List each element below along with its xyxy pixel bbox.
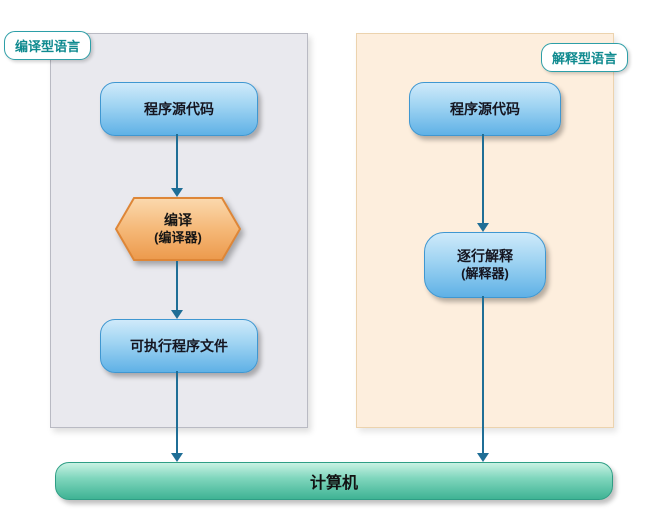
executable-file-node: 可执行程序文件 <box>100 319 258 373</box>
arrow-shaft <box>482 296 485 454</box>
arrow-shaft <box>176 261 179 311</box>
source-code-node-right: 程序源代码 <box>409 82 561 136</box>
interpreter-node: 逐行解释 (解释器) <box>424 232 546 298</box>
arrow-source-to-compiler <box>171 134 183 197</box>
compiler-node-label: 编译 (编译器) <box>115 197 241 261</box>
executable-file-label: 可执行程序文件 <box>130 337 228 354</box>
compiled-language-badge: 编译型语言 <box>4 31 92 60</box>
arrow-interpreter-to-computer <box>477 296 489 462</box>
interpreted-language-badge: 解释型语言 <box>541 43 629 72</box>
arrow-head-icon <box>477 223 489 232</box>
compiled-language-badge-label: 编译型语言 <box>15 39 81 54</box>
interpret-title: 逐行解释 <box>457 248 513 265</box>
arrow-executable-to-computer <box>171 371 183 462</box>
compiler-hexagon-node: 编译 (编译器) <box>115 197 241 261</box>
arrow-shaft <box>176 371 179 454</box>
source-code-node-left: 程序源代码 <box>100 82 258 136</box>
computer-bar: 计算机 <box>55 462 613 500</box>
hexagon-shape <box>115 197 241 261</box>
source-code-label-right: 程序源代码 <box>450 100 520 117</box>
arrow-compiler-to-executable <box>171 261 183 319</box>
arrow-head-icon <box>171 310 183 319</box>
arrow-head-icon <box>171 188 183 197</box>
compile-title: 编译 <box>164 212 192 229</box>
arrow-source-to-interpreter <box>477 134 489 232</box>
interpreted-language-badge-label: 解释型语言 <box>552 51 618 66</box>
arrow-head-icon <box>477 453 489 462</box>
arrow-shaft <box>176 134 179 189</box>
source-code-label-left: 程序源代码 <box>144 100 214 117</box>
compile-subtitle: (编译器) <box>154 229 202 245</box>
arrow-head-icon <box>171 453 183 462</box>
interpret-subtitle: (解释器) <box>461 265 509 281</box>
arrow-shaft <box>482 134 485 224</box>
computer-bar-label: 计算机 <box>309 475 358 492</box>
